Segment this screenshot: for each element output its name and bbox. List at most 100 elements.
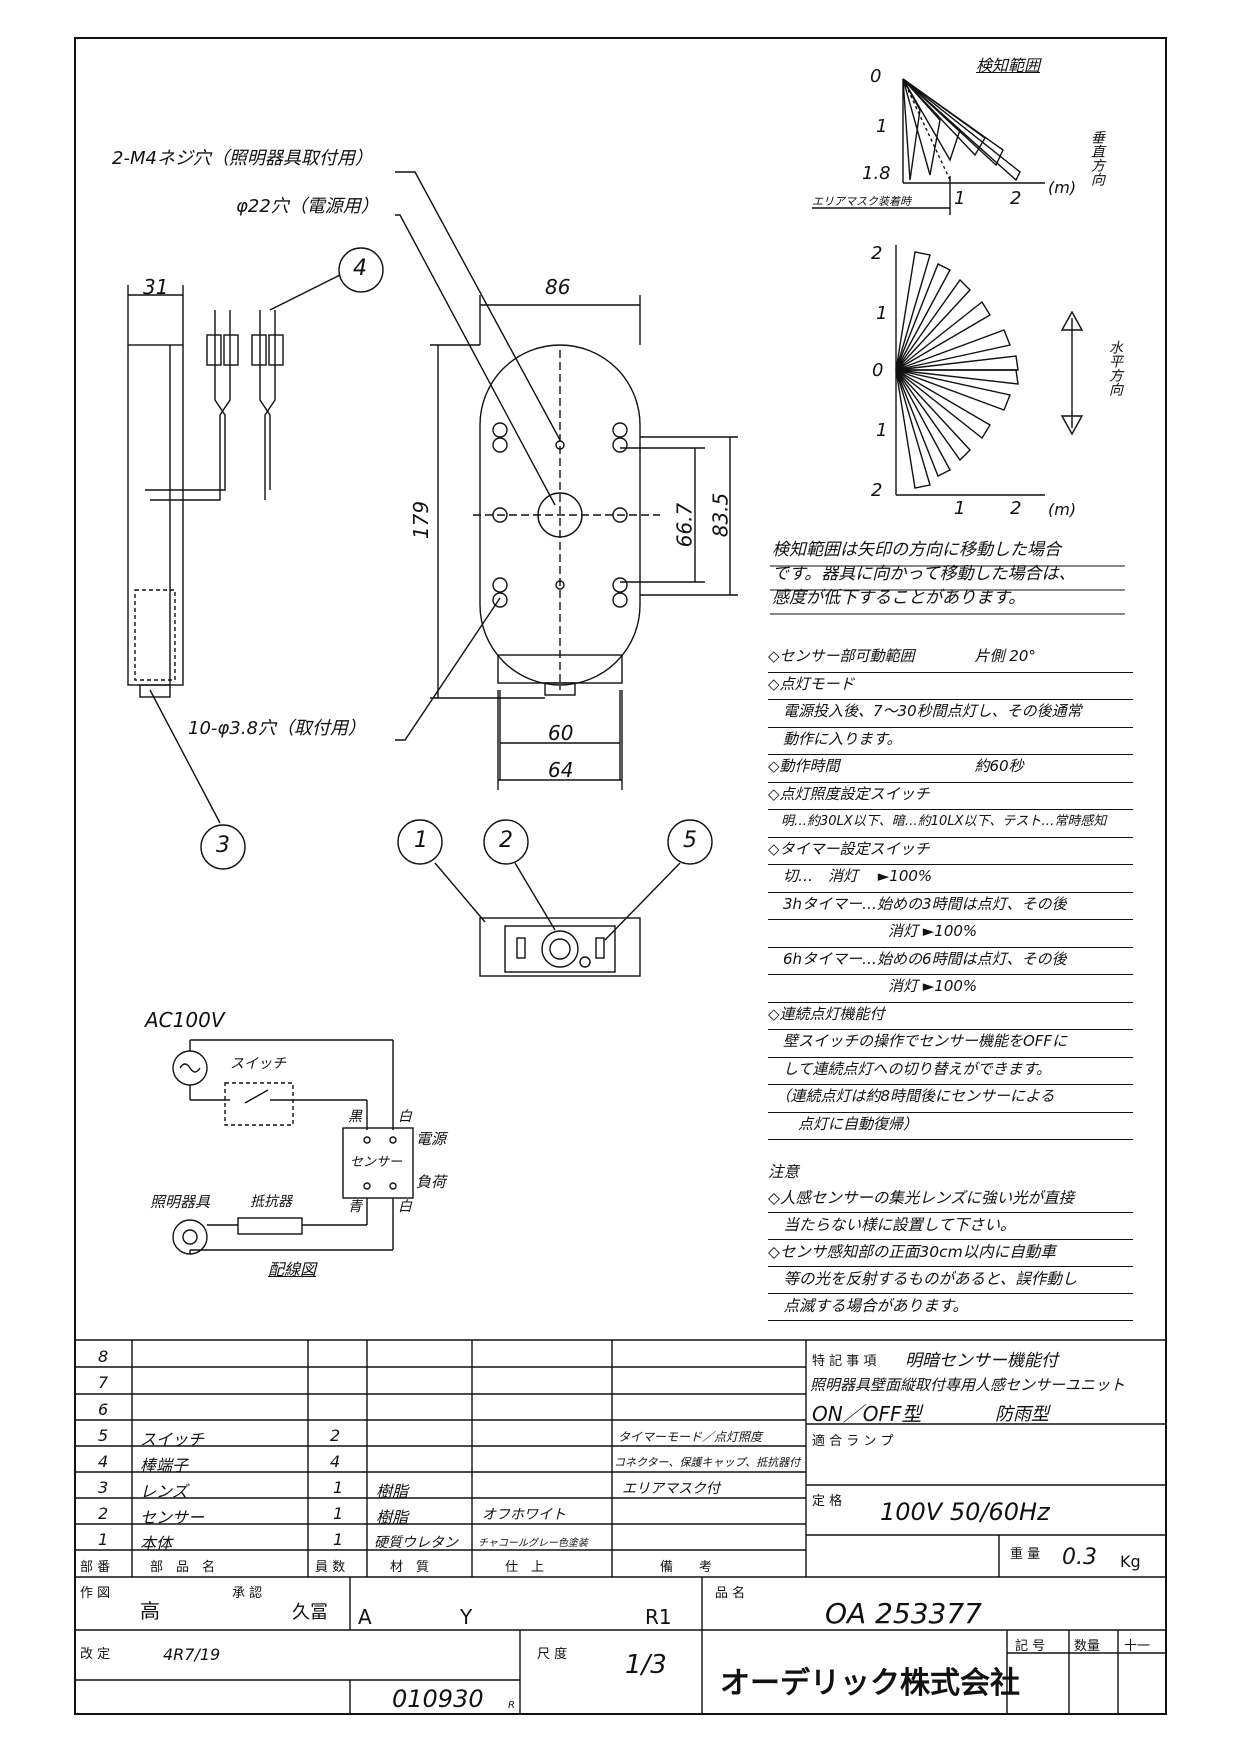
- rev-label: 改 定: [80, 1647, 111, 1662]
- front-view: [430, 295, 738, 790]
- dim-31: 31: [143, 275, 169, 299]
- header-mat: 材 質: [390, 1560, 430, 1575]
- wiring-power: 電源: [416, 1130, 447, 1148]
- range-unit: (m): [1048, 178, 1077, 197]
- dim-60: 60: [548, 721, 574, 745]
- range-note-3: 感度が低下することがあります。: [772, 588, 1026, 608]
- range-horizontal: 水平方向: [1107, 340, 1123, 396]
- row-no: 5: [98, 1426, 109, 1445]
- spec-line: ◇動作時間 約60秒: [768, 755, 1133, 783]
- row-mat: 樹脂: [376, 1508, 409, 1527]
- lamp-label: 適 合 ラ ン プ: [812, 1434, 894, 1449]
- caution-line: 当たらない様に設置して下さい。: [768, 1213, 1133, 1240]
- range-h2t: 2: [871, 243, 883, 264]
- label-22-hole: φ22穴（電源用）: [236, 196, 379, 217]
- symbol-label: 記 号: [1015, 1639, 1046, 1654]
- drawing-code-r: R: [508, 1700, 515, 1711]
- vertical-range-diagram: [812, 78, 1045, 215]
- row-no: 4: [98, 1452, 109, 1471]
- spec-line: 点灯に自動復帰）: [768, 1113, 1133, 1140]
- weight-value: 0.3: [1062, 1545, 1097, 1570]
- dim-64: 64: [548, 758, 574, 782]
- part-no: OA 253377: [825, 1597, 982, 1630]
- row-qty: 2: [330, 1426, 341, 1445]
- range-hx1: 1: [954, 498, 966, 519]
- range-v18: 1.8: [862, 163, 891, 184]
- approved-label: 承 認: [232, 1586, 263, 1601]
- wiring-sensor: センサー: [350, 1155, 403, 1170]
- rev-date: 4R7/19: [163, 1645, 221, 1664]
- row-note: タイマーモード／点灯照度: [618, 1430, 763, 1444]
- row-name: センサー: [140, 1508, 205, 1527]
- header-no: 部 番: [80, 1560, 111, 1575]
- range-mask: エリアマスク装着時: [812, 195, 911, 208]
- caution-title: 注意: [768, 1163, 800, 1181]
- block-a: A: [358, 1605, 372, 1629]
- range-note-1: 検知範囲は矢印の方向に移動した場合: [772, 540, 1061, 560]
- row-qty: 1: [333, 1478, 344, 1497]
- wiring-ac: AC100V: [145, 1008, 225, 1032]
- caution-line: ◇センサ感知部の正面30cm以内に自動車: [768, 1240, 1133, 1267]
- callout-5: 5: [683, 828, 697, 853]
- range-vertical: 垂直方向: [1089, 130, 1105, 186]
- dim-179: 179: [409, 500, 434, 540]
- row-name: 本体: [140, 1534, 173, 1553]
- row-name: スイッチ: [140, 1430, 205, 1449]
- range-h1b: 1: [876, 420, 888, 441]
- dash-label: 十一: [1124, 1639, 1151, 1654]
- spec-list: ◇センサー部可動範囲 片側 20° ◇点灯モード 電源投入後、7～30秒間点灯し…: [768, 645, 1133, 1140]
- horizontal-range-diagram: [895, 245, 1084, 496]
- wiring-resistor: 抵抗器: [250, 1194, 292, 1210]
- range-hunit: (m): [1048, 500, 1077, 519]
- wiring-title: 配線図: [268, 1260, 317, 1279]
- tokki-label: 特 記 事 項: [812, 1354, 877, 1369]
- part-no-label: 品 名: [715, 1586, 746, 1601]
- header-finish: 仕 上: [505, 1560, 545, 1575]
- spec-line: ◇タイマー設定スイッチ: [768, 838, 1133, 865]
- scale-value: 1/3: [625, 1650, 667, 1680]
- rating-label: 定 格: [812, 1494, 843, 1509]
- spec-line: 6hタイマー…始めの6時間は点灯、その後: [768, 948, 1133, 975]
- row-no: 2: [98, 1504, 109, 1523]
- qty-label: 数量: [1074, 1639, 1101, 1654]
- spec-line: ◇センサー部可動範囲 片側 20°: [768, 645, 1133, 673]
- spec-line: 明…約30LX以下、暗…約10LX以下、テスト…常時感知: [768, 810, 1133, 838]
- spec-line: ◇点灯照度設定スイッチ: [768, 783, 1133, 810]
- caution-line: 等の光を反射するものがあると、誤作動し: [768, 1267, 1133, 1294]
- row-no: 3: [98, 1478, 109, 1497]
- row-qty: 1: [333, 1504, 344, 1523]
- row-no: 1: [98, 1530, 109, 1549]
- leader-lines: [149, 171, 713, 941]
- header-qty: 員 数: [315, 1560, 346, 1575]
- product-line: 照明器具壁面縦取付専用人感センサーユニット: [810, 1376, 1126, 1394]
- row-note: コネクター、保護キャップ、抵抗器付: [614, 1456, 801, 1469]
- spec-line: （連続点灯は約8時間後にセンサーによる: [768, 1085, 1133, 1113]
- company-name: オーデリック株式会社: [720, 1666, 1020, 1701]
- wiring-fixture: 照明器具: [150, 1193, 211, 1211]
- spec-line: 壁スイッチの操作でセンサー機能をOFFに: [768, 1030, 1133, 1058]
- header-name: 部 品 名: [150, 1560, 216, 1575]
- spec-line: 動作に入ります。: [768, 728, 1133, 755]
- range-h2b: 2: [871, 480, 883, 501]
- callout-4: 4: [353, 256, 367, 281]
- spec-line: ◇連続点灯機能付: [768, 1003, 1133, 1030]
- row-no: 6: [98, 1400, 109, 1419]
- drawn-value: 高: [140, 1599, 160, 1623]
- scale-label: 尺 度: [537, 1647, 568, 1662]
- spec-rules: [770, 565, 1125, 615]
- caution-line: 点滅する場合があります。: [768, 1294, 1133, 1321]
- drawing-code: 010930: [392, 1685, 484, 1713]
- row-no: 7: [98, 1373, 109, 1392]
- tokki-value: 明暗センサー機能付: [905, 1351, 1058, 1371]
- row-mat: 樹脂: [376, 1482, 409, 1501]
- caution-line: ◇人感センサーの集光レンズに強い光が直接: [768, 1186, 1133, 1213]
- weight-label: 重 量: [1010, 1547, 1041, 1562]
- spec-line: して連続点灯への切り替えができます。: [768, 1058, 1133, 1085]
- row-finish: オフホワイト: [482, 1507, 566, 1523]
- dim-83-5: 83.5: [708, 492, 733, 538]
- row-mat: 硬質ウレタン: [374, 1535, 458, 1551]
- range-x1: 1: [954, 188, 966, 209]
- callout-2: 2: [499, 828, 513, 853]
- row-qty: 1: [333, 1530, 344, 1549]
- drawing-frame: [74, 37, 1167, 1715]
